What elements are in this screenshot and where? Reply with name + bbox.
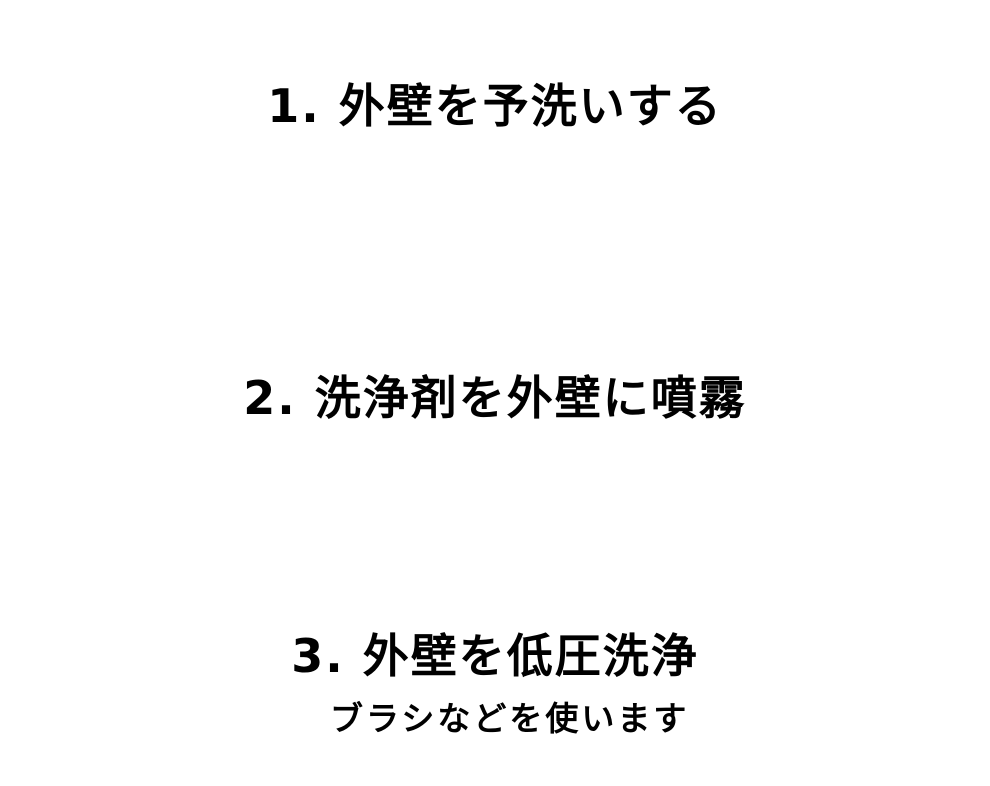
step-3-title: 3. 外壁を低圧洗浄 xyxy=(291,629,699,683)
step-2-title: 2. 洗浄剤を外壁に噴霧 xyxy=(243,371,747,425)
step-1-title: 1. 外壁を予洗いする xyxy=(267,79,723,133)
step-3-note: ブラシなどを使います xyxy=(330,699,690,738)
